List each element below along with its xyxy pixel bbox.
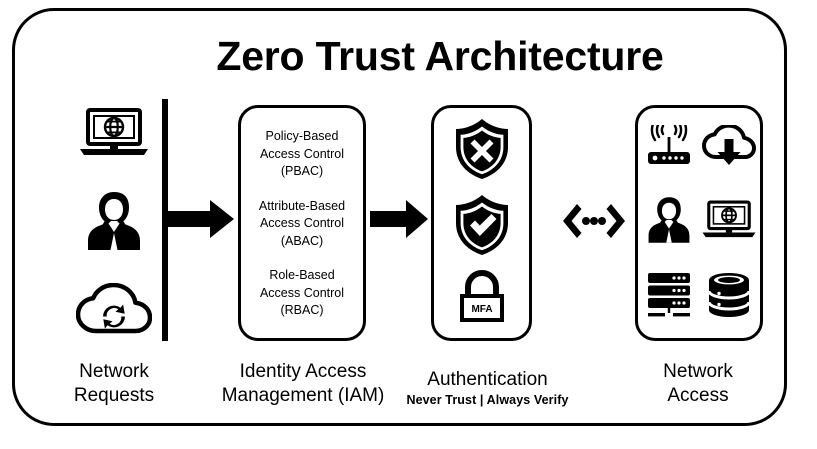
authentication-label: Authentication Never Trust | Always Veri…: [405, 368, 570, 408]
wifi-router-icon: [644, 118, 694, 172]
arrow-iam-to-authentication: [370, 200, 428, 243]
cloud-download-icon: [702, 123, 756, 172]
user-person-icon: [86, 190, 142, 257]
laptop-globe-icon: [78, 108, 150, 163]
requests-divider-bar: [162, 99, 168, 341]
network-requests-icon-stack: [62, 108, 166, 340]
user-person-icon: [647, 195, 691, 250]
iam-item-pbac: Policy-Based Access Control (PBAC): [238, 128, 366, 181]
shield-approve-icon: [453, 193, 511, 262]
iam-item-abac-line1: Attribute-Based: [258, 198, 346, 213]
iam-label: Identity Access Management (IAM): [218, 360, 388, 408]
authentication-subtitle: Never Trust | Always Verify: [406, 393, 569, 407]
iam-item-abac-line2: Access Control: [259, 216, 345, 230]
padlock-mfa-icon: MFA: [454, 268, 510, 329]
laptop-globe-icon: [701, 200, 757, 245]
iam-item-rbac-line2: Access Control: [259, 285, 345, 300]
authentication-icon-stack: MFA: [431, 105, 532, 341]
network-requests-label: Network Requests: [38, 360, 190, 408]
server-rack-icon: [645, 272, 693, 323]
iam-item-rbac-line3: (RBAC): [280, 303, 324, 317]
network-access-label: Network Access: [622, 360, 774, 408]
network-access-icon-grid: [635, 105, 763, 341]
iam-item-rbac: Role-Based Access Control (RBAC): [238, 267, 366, 320]
network-access-label-line2: Access: [667, 385, 729, 406]
chevron-dots-connector: [561, 200, 627, 247]
cloud-sync-icon: [75, 282, 153, 340]
iam-policy-list: Policy-Based Access Control (PBAC) Attri…: [238, 128, 366, 320]
iam-label-line2: Management (IAM): [221, 385, 385, 406]
diagram-outer-frame: [12, 8, 787, 426]
page-title: Zero Trust Architecture: [216, 33, 664, 79]
iam-item-pbac-line2: Access Control: [259, 146, 345, 161]
iam-item-rbac-line1: Role-Based: [269, 268, 335, 282]
arrow-requests-to-iam: [166, 200, 234, 243]
iam-item-pbac-line3: (PBAC): [280, 164, 324, 178]
padlock-mfa-label: MFA: [471, 304, 492, 315]
network-access-label-line1: Network: [663, 361, 733, 382]
iam-item-pbac-line1: Policy-Based: [265, 129, 339, 143]
authentication-label-text: Authentication: [427, 369, 548, 390]
iam-item-abac: Attribute-Based Access Control (ABAC): [238, 198, 366, 251]
database-icon: [706, 272, 752, 323]
iam-panel: [238, 105, 366, 341]
network-requests-label-line1: Network: [79, 361, 149, 382]
iam-label-line1: Identity Access: [239, 361, 367, 382]
network-requests-label-line2: Requests: [73, 385, 155, 406]
iam-item-abac-line3: (ABAC): [280, 233, 324, 248]
shield-deny-icon: [453, 117, 511, 186]
